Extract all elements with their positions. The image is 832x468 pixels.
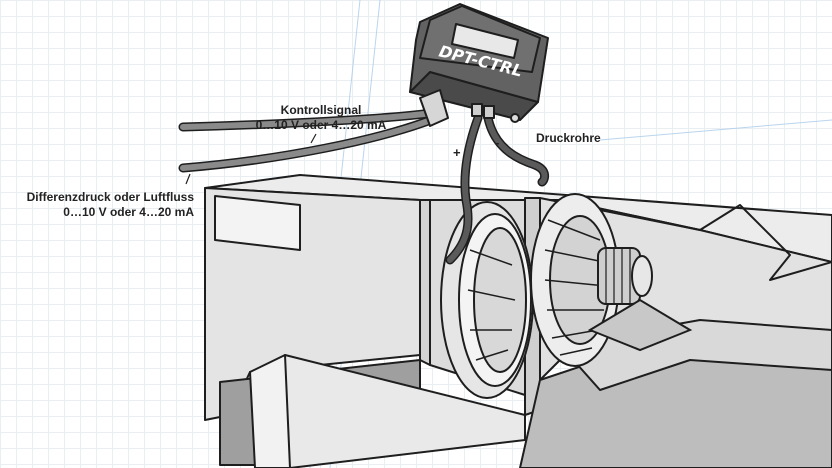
minus-sign-label: - [495, 135, 500, 150]
pressure-tubes-text: Druckrohre [536, 131, 601, 145]
control-signal-label: Kontrollsignal 0…10 V oder 4…20 mA [246, 103, 396, 133]
signal-cables [178, 108, 441, 173]
tube-port-plus [471, 103, 483, 117]
fan-impeller [530, 193, 693, 367]
control-signal-range: 0…10 V oder 4…20 mA [255, 118, 387, 132]
device-screw [510, 113, 520, 123]
dpt-ctrl-device [409, 3, 549, 127]
leader-lines [185, 133, 317, 185]
cable-gland [419, 89, 449, 127]
duct-top-edge [559, 199, 832, 281]
device-display [451, 23, 519, 59]
pressure-tubes-label: Druckrohre [536, 131, 601, 146]
plus-sign-label: + [453, 145, 461, 160]
measured-value-label: Differenzdruck oder Luftfluss 0…10 V ode… [4, 190, 194, 220]
control-signal-title: Kontrollsignal [280, 103, 362, 117]
fan-support [587, 298, 693, 352]
duct-front-inner [249, 354, 291, 468]
fan-inlet-ring [440, 201, 534, 399]
measured-value-title: Differenzdruck oder Luftfluss [26, 190, 194, 204]
pressure-tubes [445, 113, 550, 265]
duct-left-notch [214, 195, 301, 251]
tube-minus [483, 113, 550, 187]
chamber-left-wall [419, 199, 431, 366]
tube-port-minus [483, 105, 495, 119]
measured-value-range: 0…10 V oder 4…20 mA [63, 205, 194, 219]
